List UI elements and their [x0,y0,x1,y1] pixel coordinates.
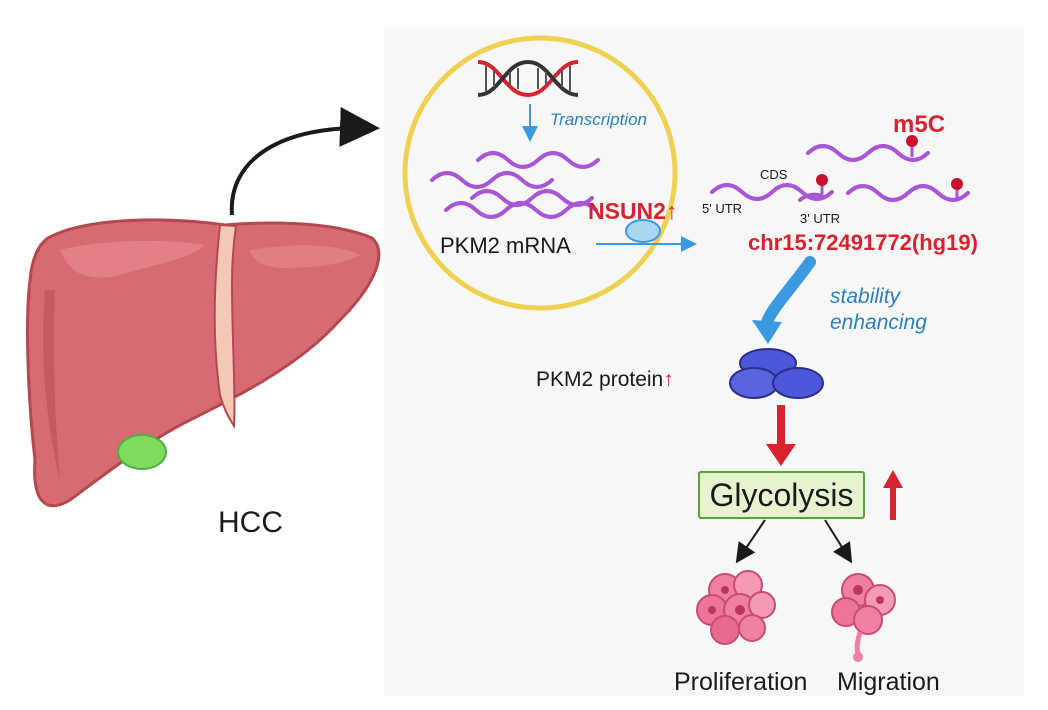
glycolysis-up-arrowhead [883,470,903,488]
arrow-to-migration [824,519,853,564]
stability-line1: stability [830,285,901,308]
proliferation-cells-icon [696,570,776,645]
hcc-label: HCC [218,506,283,539]
nsun2-up-arrow: ↑ [665,198,678,224]
migration-label: Migration [837,668,940,696]
mrna-strands [430,151,600,219]
transcription-label: Transcription [550,110,647,129]
stability-arrowhead [752,320,782,344]
nsun2-name: NSUN2 [588,198,666,224]
nucleus-circle [402,35,678,311]
genomic-site-label: chr15:72491772(hg19) [748,230,978,255]
modified-mrna-strands [710,144,970,202]
m5c-marker-icons [816,135,963,198]
pkm2-protein-up-arrow: ↑ [663,368,674,391]
proliferation-label: Proliferation [674,668,808,696]
m5c-label: m5C [893,111,946,138]
nsun2-label: NSUN2↑ [588,200,677,223]
pkm2-protein-label: PKM2 protein↑ [536,369,674,390]
gallbladder [117,434,167,470]
pkm2-protein-icon [729,348,824,399]
utr5-label: 5' UTR [702,201,743,216]
stability-line2: enhancing [830,310,927,334]
glycolysis-box: Glycolysis [698,471,865,519]
glycolysis-label: Glycolysis [709,476,854,513]
pkm2-protein-text: PKM2 protein [536,368,664,391]
right-panel-background [384,26,1024,696]
liver-illustration [26,218,381,508]
nsun2-enzyme-icon [625,219,661,243]
curved-arrow-to-panel [229,106,380,216]
dna-helix-icon [477,59,579,98]
utr3-label: 3' UTR [800,211,841,226]
migration-cells-icon [831,573,896,662]
stability-enhancing-label: stability enhancing [830,284,927,335]
cds-label: CDS [760,167,788,182]
arrow-to-proliferation [735,519,766,564]
pkm2-mrna-label: PKM2 mRNA [440,233,571,258]
glycolysis-down-arrowhead [766,444,796,466]
stability-arrow [760,256,816,331]
